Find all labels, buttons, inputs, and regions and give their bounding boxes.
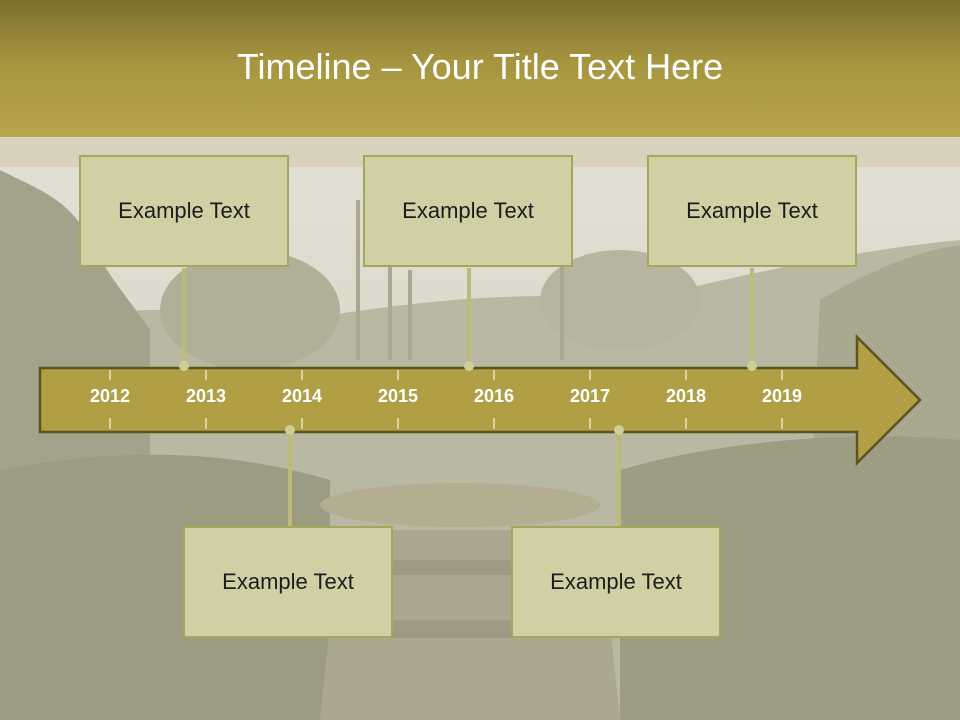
event-text: Example Text [402, 198, 534, 223]
event-text: Example Text [222, 569, 354, 594]
event-box-bottom-1[interactable]: Example Text [183, 526, 393, 638]
event-box-top-1[interactable]: Example Text [79, 155, 289, 267]
event-box-bottom-2[interactable]: Example Text [511, 526, 721, 638]
event-text: Example Text [550, 569, 682, 594]
event-box-top-2[interactable]: Example Text [363, 155, 573, 267]
event-box-top-3[interactable]: Example Text [647, 155, 857, 267]
timeline-arrow [38, 333, 922, 467]
connector-dot [747, 361, 757, 371]
slide-title: Timeline – Your Title Text Here [236, 46, 724, 87]
connector-dot [464, 361, 474, 371]
year-label: 2019 [761, 386, 803, 406]
year-label: 2015 [377, 386, 419, 406]
year-label: 2018 [665, 386, 707, 406]
year-label: 2014 [281, 386, 323, 406]
event-text: Example Text [686, 198, 818, 223]
connector-dot [285, 425, 295, 435]
year-label: 2012 [89, 386, 131, 406]
connector-dot [179, 361, 189, 371]
connector-dot [614, 425, 624, 435]
year-label: 2013 [185, 386, 227, 406]
year-label: 2016 [473, 386, 515, 406]
title-band [0, 0, 960, 137]
event-text: Example Text [118, 198, 250, 223]
year-label: 2017 [569, 386, 611, 406]
